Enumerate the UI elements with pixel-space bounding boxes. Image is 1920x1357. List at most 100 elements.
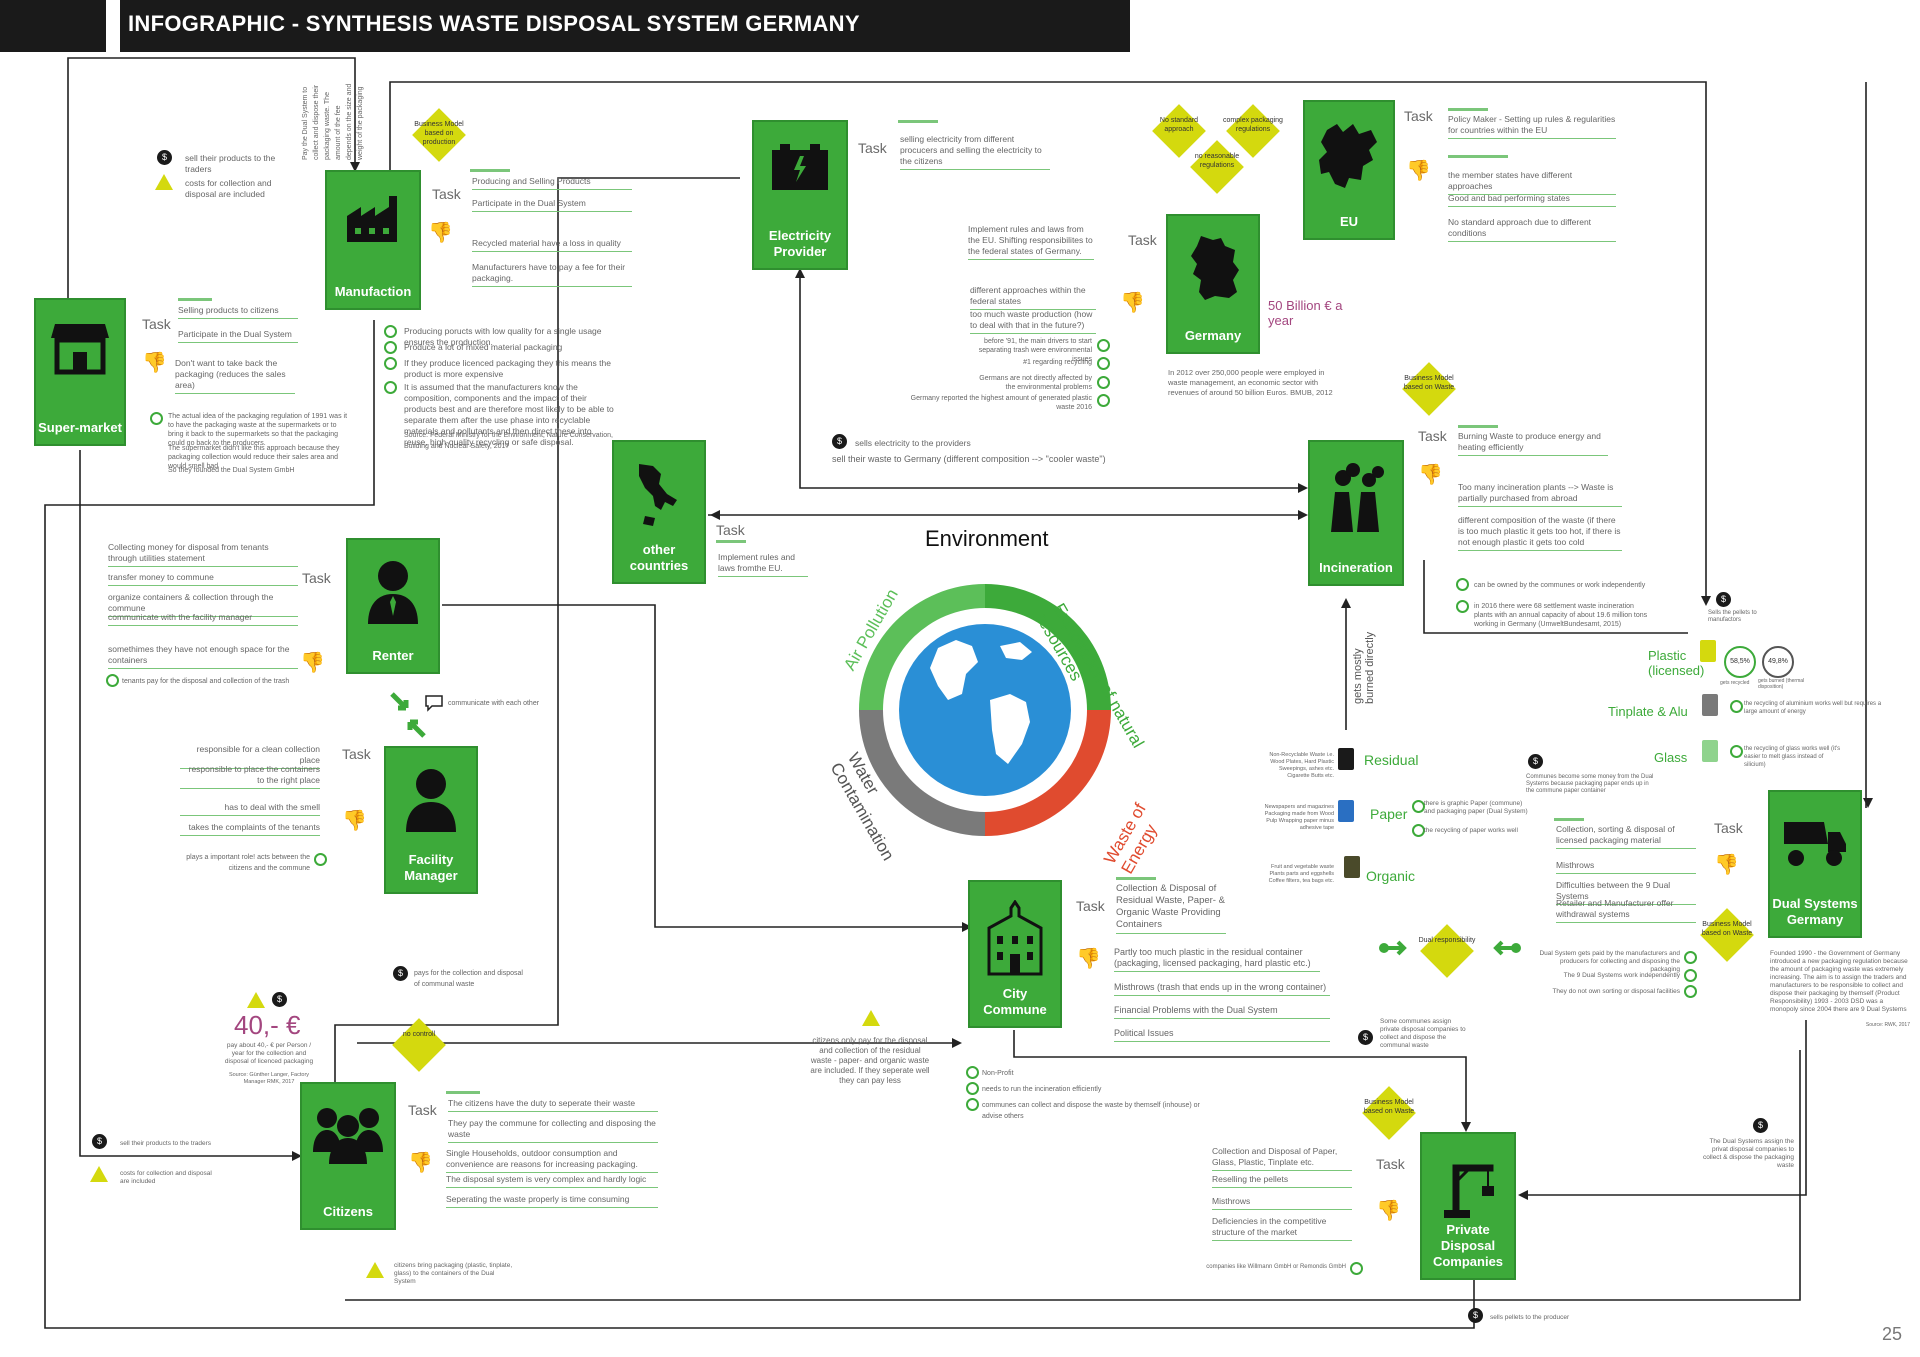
money-bag-icon: $ [832, 434, 847, 449]
money-bag-icon: $ [272, 992, 287, 1007]
thumbs-down-icon: 👎 [1076, 948, 1101, 970]
crane-icon [1444, 1164, 1494, 1218]
money-bag-icon: $ [157, 150, 172, 165]
diamond-business-model-waste: Business Model based on Waste [1402, 362, 1456, 416]
environment-title: Environment [925, 526, 1049, 551]
problem-item: Too many incineration plants --> Waste i… [1458, 482, 1622, 507]
note: plays a important role! acts between the… [186, 854, 310, 872]
note: the recycling of paper works well [1424, 827, 1518, 834]
note: Newspapers and magazines Packaging made … [1264, 804, 1334, 831]
bullet-dot [384, 381, 397, 394]
green-bar [470, 169, 510, 172]
power-plant-icon [1331, 463, 1384, 532]
line-outer-loop [44, 320, 1475, 1329]
thumbs-down-icon: 👎 [1376, 1200, 1401, 1222]
line-citizens-dual [345, 1050, 1801, 1301]
source-note: Source: Günther Langer, Factory Manager … [228, 1072, 310, 1085]
problem-item: has to deal with the smell [180, 802, 320, 816]
box-incineration[interactable]: Incineration [1308, 440, 1404, 586]
note: It is assumed that the manufacturers kno… [404, 382, 614, 447]
environment-ring [859, 584, 1111, 836]
thumbs-down-icon: 👎 [342, 810, 367, 832]
diamond-no-reasonable: no reasonable regulations [1190, 140, 1244, 194]
task-label: Task [858, 140, 887, 156]
box-manufaction[interactable]: Manufaction [325, 170, 421, 310]
problem-item: Misthrows (trash that ends up in the wro… [1114, 982, 1330, 996]
task-item: Producing and Selling Products [472, 176, 632, 190]
box-city-commune[interactable]: City Commune [968, 880, 1062, 1028]
box-eu[interactable]: EU [1303, 100, 1395, 240]
note: If they produce licenced packaging they … [404, 358, 611, 379]
arrow-left-icon [1493, 940, 1521, 956]
problem-item: Political Issues [1114, 1028, 1330, 1042]
bullet-dot [1730, 700, 1743, 713]
box-germany[interactable]: Germany [1166, 214, 1260, 354]
box-label: Manufaction [334, 284, 412, 299]
note: Germany reported the highest amount of g… [910, 395, 1092, 411]
money-bag-icon: $ [393, 966, 408, 981]
problem-item: different composition of the waste (if t… [1458, 515, 1622, 551]
box-citizens[interactable]: Citizens [300, 1082, 396, 1230]
bullet-dot [1684, 969, 1697, 982]
box-label: City Commune [983, 986, 1047, 1017]
problem-item: somethimes they have not enough space fo… [108, 644, 298, 669]
problem-item: Difficulties between the 9 Dual Systems [1556, 880, 1696, 905]
problem-item: Seperating the waste properly is time co… [446, 1194, 658, 1208]
thumbs-down-icon: 👎 [1714, 854, 1739, 876]
note: sell their products to the traders [185, 153, 276, 174]
problem-item: Misthrows [1212, 1196, 1352, 1210]
line-renter-city [442, 604, 970, 928]
box-supermarket[interactable]: Super-market [34, 298, 126, 446]
diamond-business-model: Business Model based on production [412, 108, 466, 162]
line-elec-citizens [334, 177, 740, 1092]
money-bag-icon: $ [92, 1134, 107, 1149]
box-private-disposal[interactable]: Private Disposal Companies [1420, 1132, 1516, 1280]
task-item: The citizens have the duty to seperate t… [448, 1098, 658, 1112]
problem-item: takes the complaints of the tenants [180, 822, 320, 836]
organic-bin-icon [1344, 856, 1360, 878]
task-item: selling electricity from different procu… [900, 134, 1050, 170]
note: #1 regarding recycling [1023, 359, 1092, 366]
note: The 9 Dual Systems work independently [1563, 972, 1680, 979]
box-facility-manager[interactable]: Facility Manager [384, 746, 478, 894]
line-city-private [1013, 1030, 1467, 1130]
revenue-figure: 50 Billion € a year [1268, 298, 1343, 328]
note: Germans are not directly affected by the… [979, 375, 1092, 391]
problem-item: Deficiencies in the competitive structur… [1212, 1216, 1352, 1241]
germany-map-icon [1191, 236, 1239, 300]
task-item: Collection and Disposal of Paper, Glass,… [1212, 1146, 1352, 1171]
diamond-private-business-model: Business Model based on Waste [1362, 1086, 1416, 1140]
problem-item: the member states have different approac… [1448, 170, 1616, 195]
box-dual-systems[interactable]: Dual Systems Germany [1768, 790, 1862, 938]
box-label: Citizens [323, 1204, 373, 1219]
green-bar [1116, 877, 1156, 880]
box-label: Germany [1184, 328, 1242, 343]
note: before '91, the main drivers to start se… [978, 338, 1092, 363]
green-bar [716, 540, 746, 543]
line-incin-pellets [1423, 560, 1688, 634]
money-bag-icon: $ [1358, 1030, 1373, 1045]
money-bag-icon: $ [1468, 1308, 1483, 1323]
plastic-bin-icon [1700, 640, 1716, 662]
diamond-no-standard: No standard approach [1152, 104, 1206, 158]
burn-rate-circle: 49,8% [1762, 646, 1794, 678]
thumbs-down-icon: 👎 [1418, 464, 1443, 486]
box-other-countries[interactable]: other countries [612, 440, 706, 584]
waste-organic-label: Organic [1366, 868, 1416, 884]
box-renter[interactable]: Renter [346, 538, 440, 674]
bullet-dot [1730, 745, 1743, 758]
dump-truck-icon [1784, 822, 1846, 866]
price-figure: 40,- € [234, 1010, 301, 1040]
box-electricity[interactable]: Electricity Provider [752, 120, 848, 270]
diamond-dual-business-model: Business Model based on Waste [1700, 908, 1754, 962]
problem-item: Retailer and Manufacturer offer withdraw… [1556, 898, 1696, 923]
task-label: Task [716, 522, 745, 538]
box-label: Super-market [38, 420, 122, 435]
task-label: Task [1714, 820, 1743, 836]
note: gets recycled [1720, 680, 1750, 686]
diamond-no-control: no controll [392, 1018, 446, 1072]
person-tie-icon [368, 561, 418, 624]
note: Sells the pellets to manufactors [1708, 610, 1757, 623]
diamond-complex-regulations: complex packaging regulations [1223, 104, 1283, 158]
